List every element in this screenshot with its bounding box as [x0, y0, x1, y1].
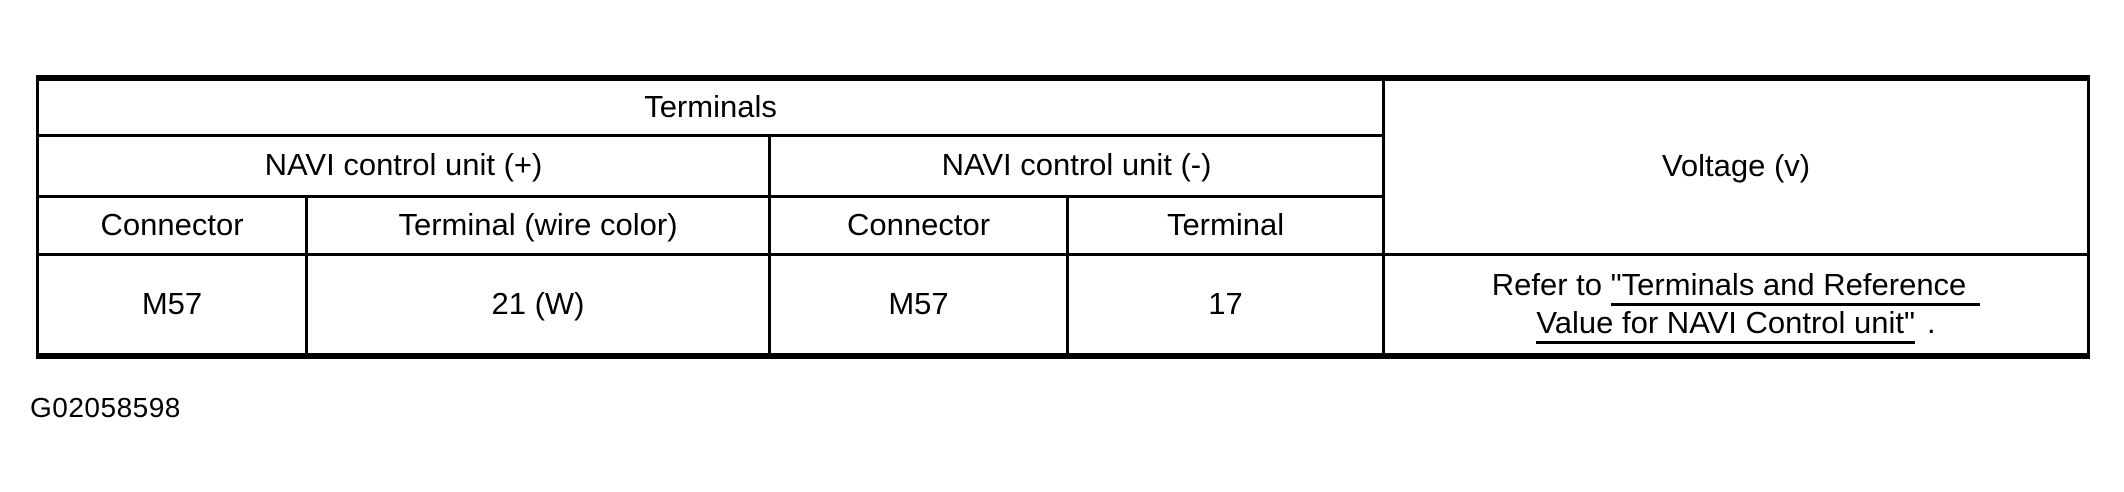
- table-row-column-headers: Connector Terminal (wire color) Connecto…: [36, 194, 2089, 256]
- terminals-reference-link[interactable]: "Terminals and Reference: [1610, 266, 1981, 306]
- terminals-reference-link[interactable]: Value for NAVI Control unit": [1536, 305, 1916, 345]
- connector-plus-header-cell: Connector: [36, 194, 308, 256]
- navi-plus-header-cell: NAVI control unit (+): [36, 133, 771, 198]
- voltage-reference-line-1: Refer to "Terminals and Reference: [1387, 266, 2086, 306]
- refer-to-text: Refer to: [1491, 266, 1603, 302]
- terminal-minus-header-cell: Terminal: [1065, 194, 1386, 256]
- terminals-voltage-table: Terminals Voltage (v) NAVI control unit …: [35, 75, 2091, 359]
- table-row-data: M57 21 (W) M57 17 Refer to "Terminals an…: [36, 252, 2091, 358]
- terminals-header-cell: Terminals: [35, 76, 1386, 137]
- voltage-reference-line-2: Value for NAVI Control unit".: [1387, 304, 2086, 345]
- table-row-terminals-header: Terminals Voltage (v): [35, 76, 2091, 256]
- connector-minus-header-cell: Connector: [768, 194, 1069, 256]
- voltage-reference-cell: Refer to "Terminals and Reference Value …: [1382, 252, 2091, 358]
- connector-minus-value-cell: M57: [768, 252, 1069, 358]
- terminal-plus-value-cell: 21 (W): [305, 252, 771, 358]
- table-row-unit-headers: NAVI control unit (+) NAVI control unit …: [36, 133, 2089, 198]
- connector-plus-value-cell: M57: [36, 252, 308, 358]
- figure-id: G02058598: [30, 392, 181, 423]
- voltage-header-cell: Voltage (v): [1382, 76, 2091, 256]
- navi-minus-header-cell: NAVI control unit (-): [767, 133, 1386, 198]
- terminal-minus-value-cell: 17: [1065, 252, 1386, 358]
- terminal-wire-color-header-cell: Terminal (wire color): [305, 194, 771, 256]
- sentence-period: .: [1927, 305, 1936, 341]
